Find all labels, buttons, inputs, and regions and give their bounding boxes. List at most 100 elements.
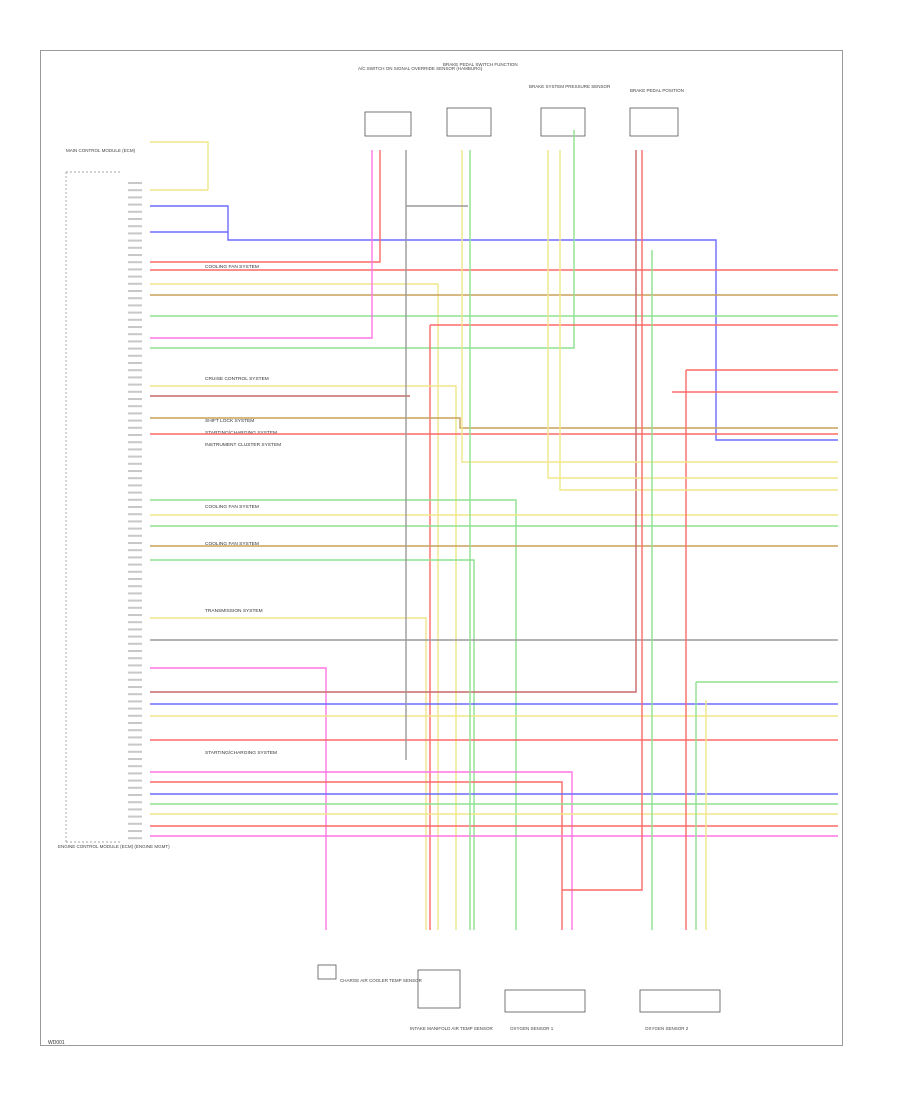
pin-marker xyxy=(128,664,142,667)
pin-marker xyxy=(128,758,142,760)
wire-23 xyxy=(150,617,427,930)
pin-marker xyxy=(128,570,142,573)
pin-marker xyxy=(128,700,142,703)
wire-42 xyxy=(461,150,838,463)
wire-5 xyxy=(150,150,381,263)
pin-marker xyxy=(128,326,142,328)
pin-marker xyxy=(128,362,142,364)
pin-marker xyxy=(128,376,142,379)
note-5: INSTRUMENT CLUSTER SYSTEM xyxy=(205,442,281,448)
wire-11 xyxy=(150,130,575,349)
pin-marker xyxy=(128,333,142,336)
pin-marker xyxy=(128,542,142,544)
pin-marker xyxy=(128,210,142,213)
pin-marker xyxy=(128,448,142,451)
pin-marker xyxy=(128,347,142,350)
wire-26 xyxy=(150,150,637,693)
pin-marker xyxy=(128,707,142,710)
component-box-c3 xyxy=(540,107,586,137)
pin-marker xyxy=(128,678,142,681)
note-1: COOLING FAN SYSTEM xyxy=(205,264,259,270)
component-label-b1: CHARGE AIR COOLER TEMP SENSOR xyxy=(340,978,423,983)
pin-marker xyxy=(128,261,142,264)
pin-marker xyxy=(128,534,142,537)
wire-22 xyxy=(150,559,475,930)
pin-marker xyxy=(128,290,142,292)
pin-marker xyxy=(128,549,142,552)
pin-marker xyxy=(128,239,142,242)
component-box-b1 xyxy=(317,964,337,980)
pin-marker xyxy=(128,304,142,307)
component-box-c2 xyxy=(446,107,492,137)
wire-10 xyxy=(150,150,373,339)
pin-marker xyxy=(128,383,142,386)
component-box-b3 xyxy=(504,989,586,1013)
wires xyxy=(128,130,838,930)
pin-marker xyxy=(128,729,142,732)
left-module xyxy=(65,171,120,843)
component-box-c4 xyxy=(629,107,679,137)
pin-marker xyxy=(128,722,142,724)
note-8: TRANSMISSION SYSTEM xyxy=(205,608,263,614)
pin-marker xyxy=(128,419,142,422)
pin-marker xyxy=(128,671,142,674)
pin-marker xyxy=(128,477,142,480)
pin-marker xyxy=(128,578,142,580)
pin-marker xyxy=(128,390,142,393)
pin-marker xyxy=(128,743,142,746)
pin-marker xyxy=(128,628,142,631)
pin-marker xyxy=(128,563,142,566)
note-4: STARTING/CHARGING SYSTEM xyxy=(205,430,277,436)
pin-marker xyxy=(128,765,142,768)
pin-marker xyxy=(128,650,142,652)
pin-marker xyxy=(128,786,142,789)
pin-marker xyxy=(128,218,142,220)
note-3: SHIFT LOCK SYSTEM xyxy=(205,418,254,424)
left-module-top-label: MAIN CONTROL MODULE (ECM) xyxy=(66,148,136,153)
component-label-c2: BRAKE PEDAL SWITCH FUNCTION xyxy=(443,62,518,67)
pin-marker xyxy=(128,830,142,832)
left-module-label: ENGINE CONTROL MODULE (ECM) (ENGINE MGMT… xyxy=(58,844,170,849)
pin-marker xyxy=(128,203,142,206)
wire-30 xyxy=(150,771,573,930)
pin-marker xyxy=(128,246,142,249)
pin-marker xyxy=(128,714,142,717)
wire-18 xyxy=(150,499,517,930)
pin-marker xyxy=(128,369,142,372)
pin-marker xyxy=(128,297,142,300)
pin-marker xyxy=(128,693,142,696)
wire-44 xyxy=(559,150,838,491)
pin-marker xyxy=(128,225,142,228)
pin-marker xyxy=(128,470,142,472)
pin-marker xyxy=(128,506,142,508)
pin-marker xyxy=(128,232,142,235)
pin-marker xyxy=(128,686,142,688)
component-label-c3: BRAKE SYSTEM PRESSURE SENSOR xyxy=(529,84,611,89)
wire-25 xyxy=(150,667,327,930)
wire-7 xyxy=(150,283,439,930)
diagram-frame xyxy=(40,50,843,1046)
note-6: COOLING FAN SYSTEM xyxy=(205,504,259,510)
pin-marker xyxy=(128,614,142,616)
pin-marker xyxy=(128,311,142,314)
wire-46 xyxy=(562,150,643,891)
pin-marker xyxy=(128,426,142,429)
note-7: COOLING FAN SYSTEM xyxy=(205,541,259,547)
pin-marker xyxy=(128,434,142,436)
pin-marker xyxy=(128,772,142,775)
pin-marker xyxy=(128,268,142,271)
pin-marker xyxy=(128,520,142,523)
top-components xyxy=(364,107,679,137)
component-label-c4: BRAKE PEDAL POSITION xyxy=(630,88,684,93)
component-box-b4 xyxy=(639,989,721,1013)
pin-marker xyxy=(128,398,142,400)
wire-3 xyxy=(150,205,838,441)
component-box-c1 xyxy=(364,111,412,137)
pin-marker xyxy=(128,412,142,415)
pin-marker xyxy=(128,736,142,739)
pin-marker xyxy=(128,801,142,804)
component-box-b2 xyxy=(417,969,461,1009)
pin-marker xyxy=(128,585,142,588)
wire-43 xyxy=(547,150,838,479)
pin-marker xyxy=(128,513,142,516)
